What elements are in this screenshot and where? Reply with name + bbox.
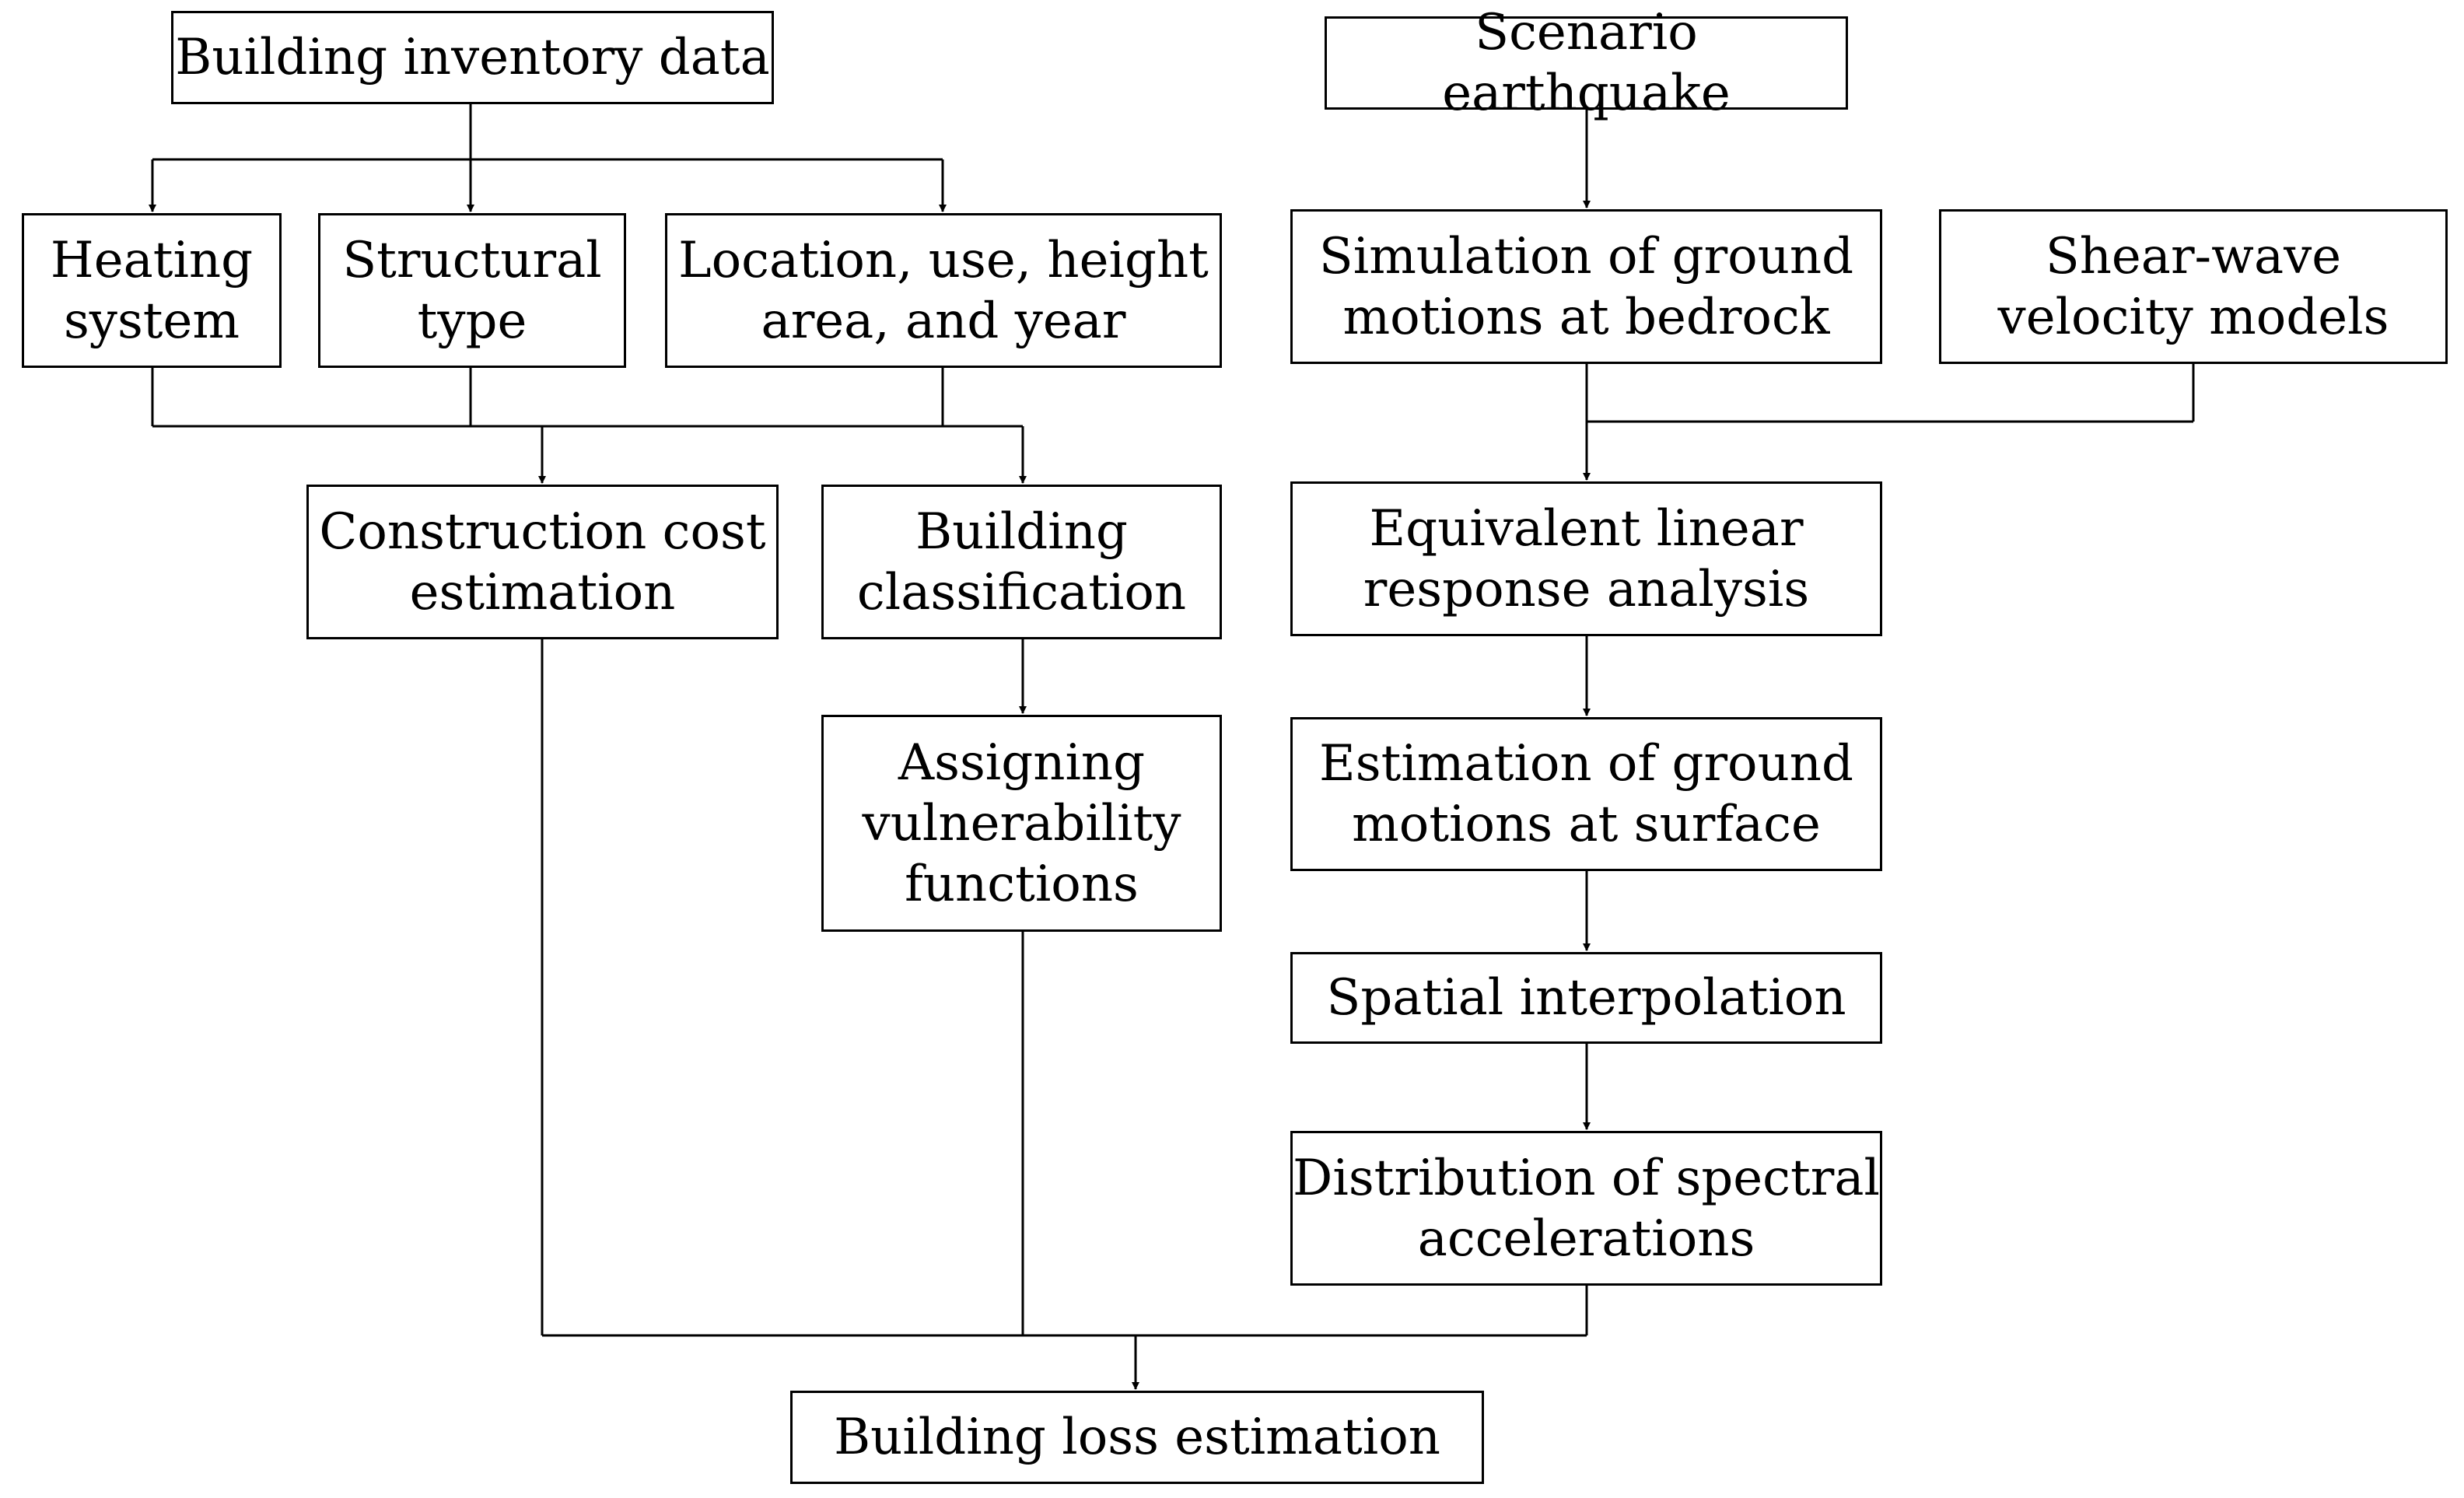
node-label: Heating system (50, 231, 254, 350)
node-spectral-distribution: Distribution of spectral accelerations (1290, 1131, 1882, 1286)
node-scenario-earthquake: Scenario earthquake (1325, 4, 1848, 122)
node-label: Structural type (342, 231, 602, 350)
node-simulation-bedrock: Simulation of ground motions at bedrock (1290, 209, 1882, 364)
node-equivalent-linear: Equivalent linear response analysis (1290, 481, 1882, 636)
node-heating-system: Heating system (22, 213, 282, 368)
node-estimation-surface: Estimation of ground motions at surface (1290, 717, 1882, 871)
node-label: Distribution of spectral accelerations (1293, 1149, 1880, 1268)
node-shear-wave-models: Shear-wave velocity models (1939, 209, 2448, 364)
node-label: Building inventory data (175, 29, 770, 86)
node-label: Building classification (856, 502, 1187, 621)
node-structural-type: Structural type (318, 213, 626, 368)
node-building-loss: Building loss estimation (790, 1391, 1484, 1484)
node-building-classification: Building classification (821, 485, 1222, 639)
node-label: Equivalent linear response analysis (1363, 499, 1810, 618)
node-vulnerability-functions: Assigning vulnerability functions (821, 715, 1222, 932)
node-label: Location, use, height area, and year (678, 231, 1209, 350)
node-label: Assigning vulnerability functions (862, 733, 1181, 913)
node-label: Estimation of ground motions at surface (1319, 735, 1853, 853)
node-label: Construction cost estimation (319, 502, 766, 621)
node-spatial-interpolation: Spatial interpolation (1290, 952, 1882, 1044)
node-label: Shear-wave velocity models (1997, 227, 2389, 346)
node-location-attributes: Location, use, height area, and year (665, 213, 1222, 368)
node-label: Building loss estimation (834, 1409, 1440, 1466)
node-building-inventory: Building inventory data (171, 11, 774, 104)
node-label: Simulation of ground motions at bedrock (1318, 227, 1854, 346)
node-label: Scenario earthquake (1442, 4, 1731, 122)
node-label: Spatial interpolation (1326, 969, 1846, 1027)
node-construction-cost: Construction cost estimation (306, 485, 779, 639)
